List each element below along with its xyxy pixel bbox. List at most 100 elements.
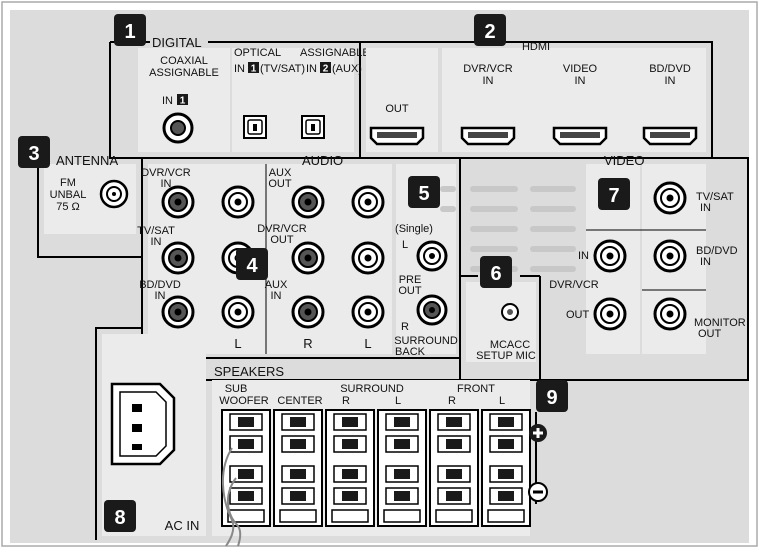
preout-pre-label: PRE (399, 274, 422, 286)
speaker-surround-r-label: R (342, 395, 350, 407)
svg-text:9: 9 (546, 387, 557, 409)
audio-dvr-out-r-jack[interactable] (291, 241, 325, 275)
speaker-sub-label-2: WOOFER (219, 395, 269, 407)
mcacc-setup-mic-label: SETUP MIC (476, 350, 536, 362)
optical-in2-jack[interactable] (301, 115, 325, 139)
ac-inlet-socket[interactable] (110, 382, 176, 466)
coaxial-label: COAXIAL (160, 55, 208, 67)
svg-text:7: 7 (608, 185, 619, 207)
video-tv-in-jack[interactable] (653, 181, 687, 215)
speaker-front-r-label: R (448, 395, 456, 407)
speaker-cable (221, 447, 242, 547)
audio-dvr-in-label-2: IN (161, 178, 172, 190)
ac-in-label: AC IN (165, 518, 200, 533)
speaker-terminal-surround-l[interactable] (377, 409, 427, 527)
hdmi-col-label: DVR/VCR (463, 63, 513, 75)
audio-bd-in-l-jack[interactable] (221, 295, 255, 329)
video-monitor-label-2: OUT (698, 328, 722, 340)
speaker-front-label: FRONT (457, 383, 495, 395)
coaxial-assignable-label: ASSIGNABLE (149, 67, 219, 79)
audio-aux-in-label-2: IN (271, 290, 282, 302)
svg-text:4: 4 (246, 255, 258, 277)
audio-aux-out-l-jack[interactable] (351, 185, 385, 219)
antenna-ohm-label: 75 Ω (56, 201, 80, 213)
audio-aux-out-label: AUX (269, 167, 292, 179)
speaker-sub-label: SUB (225, 383, 248, 395)
audio-tv-in-r-jack[interactable] (161, 241, 195, 275)
audio-dvr-out-l-jack[interactable] (351, 241, 385, 275)
audio-r-label-2: R (303, 336, 312, 351)
mcacc-label: MCACC (490, 339, 530, 351)
badge-5: 5 (408, 176, 440, 208)
speaker-terminal-center[interactable] (273, 409, 323, 527)
speaker-terminal-surround-r[interactable] (325, 409, 375, 527)
coaxial-jack[interactable] (162, 112, 194, 144)
optical-in1-jack[interactable] (243, 115, 267, 139)
fm-antenna-jack[interactable] (99, 179, 129, 209)
speaker-surround-label: SURROUND (340, 383, 404, 395)
video-dvr-in-jack[interactable] (593, 239, 627, 273)
speakers-section: SPEAKERS SUB WOOFER CENTER SURROUND R L … (206, 364, 548, 547)
video-bd-in-jack[interactable] (653, 239, 687, 273)
speaker-front-l-label: L (499, 395, 505, 407)
video-bd-label-2: IN (700, 256, 711, 268)
speaker-terminal-front-l[interactable] (481, 409, 531, 527)
badge-7: 7 (598, 178, 630, 210)
audio-l-label-1: L (234, 336, 241, 351)
speaker-terminal-sub-woofer[interactable] (221, 409, 271, 527)
hdmi-col-label-2: IN (665, 75, 676, 87)
hdmi-video-in-port[interactable] (552, 126, 608, 146)
hdmi-col-label-2: IN (575, 75, 586, 87)
mcacc-box (466, 282, 536, 362)
coax-in-number: 1 (180, 96, 186, 107)
audio-title: AUDIO (302, 153, 343, 168)
video-section: VIDEO TV/SAT IN BD/DVD IN MONITOR OUT IN… (460, 153, 749, 381)
svg-text:5: 5 (418, 183, 429, 205)
video-tv-label: TV/SAT (696, 191, 734, 203)
preout-out-label: OUT (398, 285, 422, 297)
mcacc-mic-jack[interactable] (501, 303, 519, 321)
optical-in2-suffix: (AUX) (332, 63, 362, 75)
audio-section: AUDIO DVR/VCR IN TV/SAT IN BD/DVD IN AUX… (137, 153, 461, 359)
digital-title: DIGITAL (152, 35, 202, 50)
optical-in1-label: IN (234, 63, 245, 75)
audio-aux-in-l-jack[interactable] (351, 295, 385, 329)
preout-l-label: L (402, 239, 408, 251)
preout-r-jack[interactable] (416, 294, 448, 326)
audio-dvr-out-label: DVR/VCR (257, 223, 307, 235)
audio-bd-in-label: BD/DVD (139, 279, 181, 291)
video-dvr-label: DVR/VCR (549, 279, 599, 291)
hdmi-bd-in-port[interactable] (642, 126, 698, 146)
badge-6: 6 (480, 256, 512, 288)
audio-bd-in-r-jack[interactable] (161, 295, 195, 329)
badge-8: 8 (104, 500, 136, 532)
minus-icon (528, 482, 548, 502)
speaker-terminal-front-r[interactable] (429, 409, 479, 527)
audio-dvr-in-r-jack[interactable] (161, 185, 195, 219)
speaker-center-label: CENTER (277, 395, 322, 407)
audio-tv-in-label: TV/SAT (137, 225, 175, 237)
audio-dvr-in-label: DVR/VCR (141, 167, 191, 179)
video-dvr-out-jack[interactable] (593, 297, 627, 331)
badge-9: 9 (536, 380, 568, 412)
assignable-label: ASSIGNABLE (300, 47, 370, 59)
badge-1: 1 (114, 14, 146, 46)
preout-single-label: (Single) (395, 223, 433, 235)
video-monitor-out-jack[interactable] (653, 297, 687, 331)
audio-dvr-in-l-jack[interactable] (221, 185, 255, 219)
preout-r-label: R (401, 321, 409, 333)
preout-back-label: BACK (395, 346, 426, 358)
plus-icon (529, 424, 547, 442)
audio-aux-in-r-jack[interactable] (291, 295, 325, 329)
hdmi-out-port[interactable] (369, 126, 425, 146)
audio-aux-out-r-jack[interactable] (291, 185, 325, 219)
preout-surround-label: SURROUND (394, 335, 458, 347)
video-dvr-out-label: OUT (566, 309, 590, 321)
hdmi-dvr-in-port[interactable] (460, 126, 516, 146)
optical-in1-suffix: (TV/SAT) (260, 63, 305, 75)
audio-tv-in-label-2: IN (151, 236, 162, 248)
preout-l-jack[interactable] (416, 240, 448, 272)
video-bd-label: BD/DVD (696, 245, 738, 257)
